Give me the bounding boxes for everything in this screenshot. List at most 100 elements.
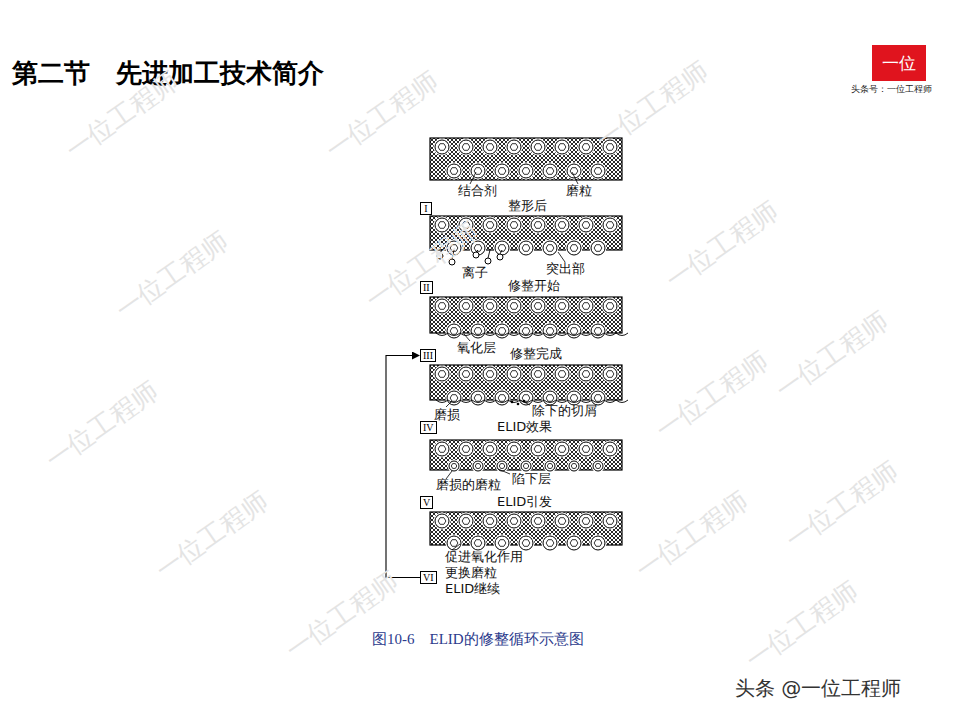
abrasive-grain: [459, 140, 473, 154]
grain-halo: [518, 535, 535, 552]
grain-halo: [578, 298, 595, 315]
oxide-layer: [544, 400, 556, 403]
grain-halo: [518, 323, 535, 340]
watermark: 一位工程师: [320, 65, 444, 165]
grain-facet: [534, 371, 542, 378]
abrasive-grain: [435, 442, 449, 456]
abrasive-grain: [567, 391, 581, 405]
grain-facet: [438, 446, 446, 453]
grain-facet: [546, 395, 554, 402]
grain-halo: [458, 139, 475, 156]
grain-facet: [534, 222, 542, 229]
abrasive-grain: [471, 324, 485, 338]
grain-halo: [506, 298, 523, 315]
grain-facet: [510, 518, 518, 525]
oxide-layer: [496, 333, 508, 336]
abrasive-grain: [507, 367, 521, 381]
grain-halo: [602, 513, 619, 530]
grain-halo: [554, 298, 571, 315]
logo-text: 头条号：一位工程师: [851, 84, 932, 95]
abrasive-grain: [543, 324, 557, 338]
grain-facet: [582, 222, 590, 229]
abrasive-grain: [507, 514, 521, 528]
stage-label: ELID继续: [445, 581, 500, 597]
grain-facet: [571, 464, 577, 469]
oxide-layer: [556, 400, 568, 403]
grain-halo: [458, 366, 475, 383]
part-label: 氧化层: [457, 340, 496, 356]
grain-halo: [458, 298, 475, 315]
grain-facet: [486, 371, 494, 378]
grain-halo: [554, 513, 571, 530]
abrasive-grain: [543, 536, 557, 550]
grain-halo: [530, 139, 547, 156]
abrasive-grain: [543, 391, 557, 405]
abrasive-grain: [507, 442, 521, 456]
oxide-layer: [616, 333, 628, 336]
abrasive-grain: [495, 164, 509, 178]
abrasive-grain: [567, 324, 581, 338]
abrasive-grain: [495, 391, 509, 405]
abrasive-grain: [471, 164, 485, 178]
chip: [517, 403, 520, 406]
grain-halo: [448, 460, 461, 473]
grain-halo: [472, 460, 485, 473]
oxide-layer: [508, 400, 520, 403]
abrasive-grain: [555, 367, 569, 381]
grain-halo: [592, 460, 605, 473]
abrasive-grain: [569, 461, 579, 471]
grain-halo: [530, 513, 547, 530]
watermark: 一位工程师: [770, 305, 894, 405]
grain-facet: [438, 222, 446, 229]
oxide-layer: [580, 333, 592, 336]
watermark: 一位工程师: [740, 575, 864, 675]
grain-facet: [606, 518, 614, 525]
abrasive-grain: [567, 241, 581, 255]
abrasive-grain: [579, 514, 593, 528]
oxide-layer: [448, 333, 460, 336]
grain-halo: [506, 217, 523, 234]
part-label: 磨粒: [566, 183, 592, 199]
abrasive-grain: [555, 442, 569, 456]
stage-number-box: II: [420, 281, 433, 294]
stage-number: IV: [423, 422, 434, 433]
grain-facet: [582, 518, 590, 525]
grain-facet: [534, 446, 542, 453]
grain-facet: [522, 540, 530, 547]
abrasive-grain: [531, 367, 545, 381]
grain-facet: [486, 222, 494, 229]
grain-halo: [578, 513, 595, 530]
grain-facet: [522, 245, 530, 252]
grain-halo: [590, 163, 607, 180]
grain-facet: [534, 144, 542, 151]
abrasive-grain: [483, 140, 497, 154]
abrasive-grain: [459, 442, 473, 456]
grain-halo: [506, 441, 523, 458]
grain-halo: [482, 298, 499, 315]
grain-facet: [462, 446, 470, 453]
grain-halo: [506, 139, 523, 156]
grain-facet: [570, 168, 578, 175]
abrasive-grain: [531, 514, 545, 528]
abrasive-grain: [593, 461, 603, 471]
grain-facet: [510, 371, 518, 378]
oxide-layer: [472, 400, 484, 403]
grain-facet: [558, 303, 566, 310]
grain-halo: [566, 163, 583, 180]
abrasive-grain: [567, 536, 581, 550]
abrasive-grain: [531, 218, 545, 232]
grain-facet: [486, 144, 494, 151]
abrasive-grain: [507, 218, 521, 232]
grain-halo: [494, 240, 511, 257]
abrasive-grain: [459, 367, 473, 381]
grain-facet: [582, 144, 590, 151]
abrasive-grain: [603, 218, 617, 232]
grain-facet: [451, 464, 457, 469]
grain-facet: [570, 328, 578, 335]
abrasive-grain: [543, 241, 557, 255]
grain-facet: [546, 328, 554, 335]
abrasive-grain: [447, 536, 461, 550]
abrasive-grain: [579, 299, 593, 313]
grain-facet: [570, 245, 578, 252]
grain-halo: [520, 460, 533, 473]
